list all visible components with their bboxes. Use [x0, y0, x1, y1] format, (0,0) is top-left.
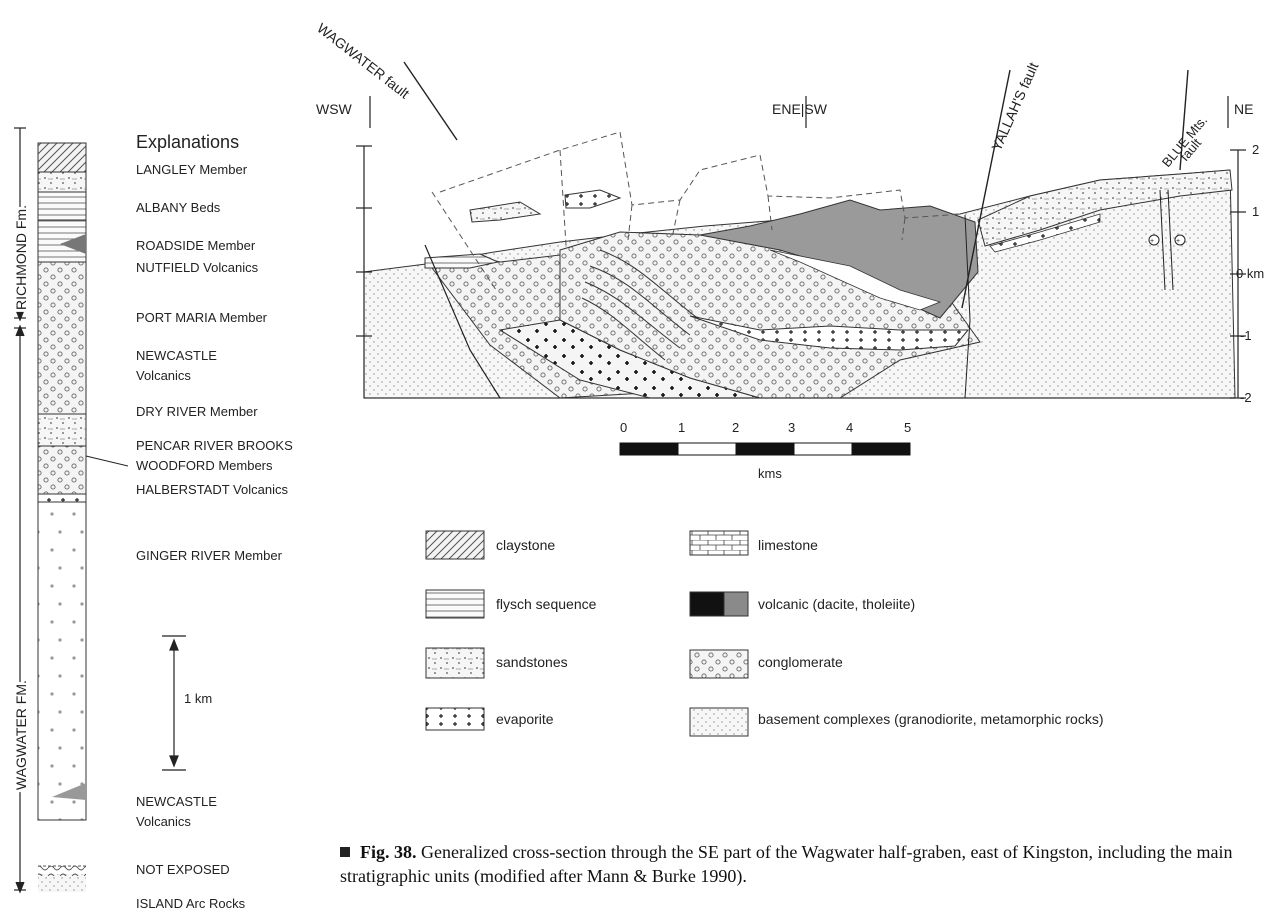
km-scale-unit: kms [758, 466, 782, 481]
legend-swatch-volcanic-dark [689, 591, 725, 617]
unit-not-exposed: NOT EXPOSED [136, 862, 230, 877]
label-wagwater-fault: WAGWATER fault [314, 20, 412, 102]
caption-text: Generalized cross-section through the SE… [340, 842, 1233, 886]
depth-tick-labels: 2 1 0 km -1 -2 [1236, 142, 1264, 405]
legend-label-basement: basement complexes (granodiorite, metamo… [758, 711, 1103, 727]
formation-label-wagwater: WAGWATER FM. [13, 680, 29, 790]
figure-caption: Fig. 38. Generalized cross-section throu… [340, 840, 1270, 888]
unit-volcanics-1: Volcanics [136, 368, 191, 383]
faults [403, 61, 1189, 309]
km-scale-bar [619, 442, 911, 456]
legend-label-sandstone: sandstones [496, 654, 568, 670]
legend-label-volcanic: volcanic (dacite, tholeiite) [758, 596, 915, 612]
label-wsw: WSW [316, 101, 353, 117]
km-tick-5: 5 [904, 420, 911, 435]
unit-island-arc: ISLAND Arc Rocks [136, 896, 246, 911]
label-ene-sw: ENE|SW [772, 101, 828, 117]
label-ne: NE [1234, 101, 1253, 117]
km-tick-3: 3 [788, 420, 795, 435]
svg-text:+: + [1176, 238, 1180, 245]
formation-label-richmond: RICHMOND Fm. [13, 205, 29, 310]
svg-text:+: + [1150, 238, 1154, 245]
column-scale-label: 1 km [184, 691, 212, 706]
depth-axis [356, 96, 1246, 399]
km-tick-4: 4 [846, 420, 853, 435]
unit-volcanics-2: Volcanics [136, 814, 191, 829]
legend-swatch-claystone [425, 530, 485, 560]
unit-dry-river: DRY RIVER Member [136, 404, 258, 419]
legend-swatch-volcanic-grey [723, 591, 749, 617]
unit-halberstadt: HALBERSTADT Volcanics [136, 482, 288, 497]
depth-tick-0: 0 km [1236, 266, 1264, 281]
legend-label-limestone: limestone [758, 537, 818, 553]
depth-tick-neg1: -1 [1240, 328, 1252, 343]
legend-swatch-evaporite [425, 707, 485, 731]
km-tick-1: 1 [678, 420, 685, 435]
depth-tick-neg2: -2 [1240, 390, 1252, 405]
legend-swatch-sandstone [425, 647, 485, 679]
unit-albany: ALBANY Beds [136, 200, 221, 215]
cross-section: + + [363, 169, 1236, 399]
stratigraphic-column [37, 142, 87, 892]
unit-newcastle-2: NEWCASTLE [136, 794, 217, 809]
legend-label-evaporite: evaporite [496, 711, 554, 727]
legend-label-conglomerate: conglomerate [758, 654, 843, 670]
legend-swatch-limestone [689, 530, 749, 556]
column-scale-bar [162, 635, 186, 771]
legend-label-flysch: flysch sequence [496, 596, 597, 612]
depth-tick-1: 1 [1252, 204, 1259, 219]
unit-nutfield: NUTFIELD Volcanics [136, 260, 259, 275]
unit-ginger-river: GINGER RIVER Member [136, 548, 283, 563]
unit-pencar: PENCAR RIVER BROOKS [136, 438, 293, 453]
km-tick-0: 0 [620, 420, 627, 435]
unit-langley: LANGLEY Member [136, 162, 248, 177]
label-yallahs-fault: YALLAH'S fault [988, 60, 1041, 153]
unit-woodford: WOODFORD Members [136, 458, 273, 473]
eroded-reconstruction [431, 131, 963, 291]
km-tick-2: 2 [732, 420, 739, 435]
explanations: Explanations LANGLEY Member ALBANY Beds … [136, 132, 293, 911]
caption-bullet [340, 847, 350, 857]
unit-newcastle-1: NEWCASTLE [136, 348, 217, 363]
legend-swatch-conglomerate [689, 649, 749, 679]
unit-roadside: ROADSIDE Member [136, 238, 256, 253]
caption-label: Fig. 38. [360, 842, 417, 862]
formation-brackets [14, 127, 26, 894]
unit-port-maria: PORT MARIA Member [136, 310, 268, 325]
legend: claystone limestone flysch sequence volc… [425, 530, 1103, 737]
depth-tick-2: 2 [1252, 142, 1259, 157]
explanations-title: Explanations [136, 132, 239, 152]
legend-swatch-flysch [425, 589, 485, 619]
km-scale-ticks: 0 1 2 3 4 5 [620, 420, 911, 435]
legend-label-claystone: claystone [496, 537, 555, 553]
legend-swatch-basement [689, 707, 749, 737]
